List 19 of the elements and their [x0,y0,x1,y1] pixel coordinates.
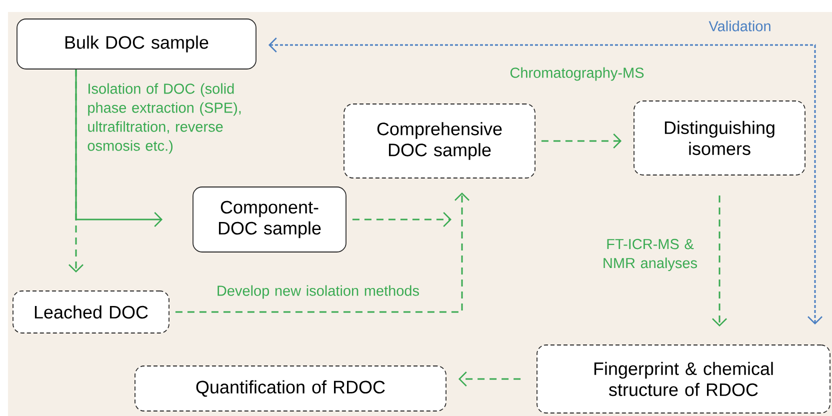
arrow [268,38,822,325]
edge-label: Chromatography-MS [510,67,644,81]
edge-label: FT-ICR-MS & NMR analyses [604,238,697,272]
arrow [541,134,622,148]
arrow [458,372,521,386]
arrow [68,69,84,273]
process-box: Leached DOC [12,290,170,334]
process-box: Fingerprint & chemical structure of RDOC [536,344,830,414]
process-box: Distinguishing isomers [634,100,806,176]
process-box: Bulk DOC sample [16,18,256,70]
process-box: Quantification of RDOC [134,366,446,412]
edge-label: Validation [708,20,770,32]
process-box: Component-DOC sample [192,186,346,252]
edge-label: Isolation of DOC (solid phase extraction (SPE), ultrafiltration, reverse osmosis etc.) [88,83,241,154]
edge-label: Develop new isolation methods [218,285,419,299]
arrow [352,212,452,227]
arrow [712,195,727,327]
arrow [175,192,470,313]
process-box: Comprehensive DOC sample [344,104,536,178]
